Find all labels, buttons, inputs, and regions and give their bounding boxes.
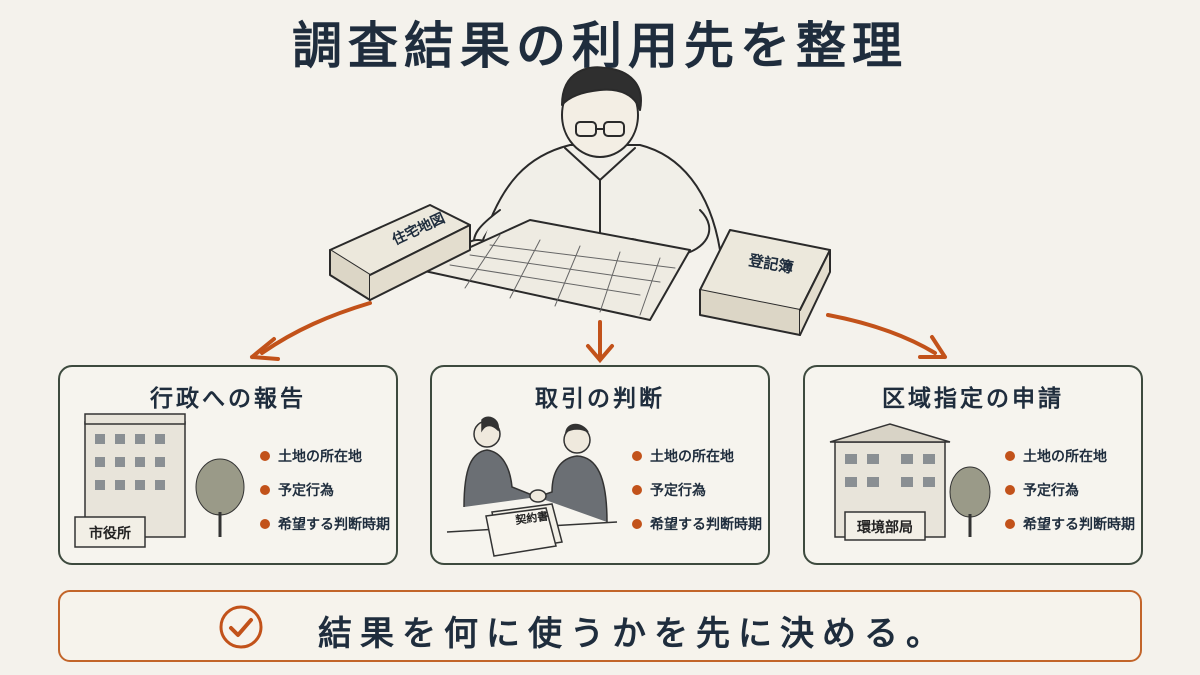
list-item: 希望する判断時期: [632, 507, 762, 541]
info-list: 土地の所在地 予定行為 希望する判断時期: [632, 439, 762, 541]
list-item: 予定行為: [260, 473, 390, 507]
page-title: 調査結果の利用先を整理: [292, 17, 908, 75]
bullet-dot-icon: [632, 451, 642, 461]
researcher-illustration: 住宅地図 登記簿: [329, 66, 831, 336]
arrow-left: [250, 301, 372, 361]
city-hall-illustration: 市役所: [74, 413, 245, 548]
bullet-dot-icon: [1005, 485, 1015, 495]
list-item: 希望する判断時期: [1005, 507, 1135, 541]
bullet-dot-icon: [1005, 451, 1015, 461]
arrow-right: [826, 313, 947, 359]
list-item: 土地の所在地: [1005, 439, 1135, 473]
list-item: 予定行為: [1005, 473, 1135, 507]
card-title: 取引の判断: [535, 386, 665, 412]
bullet-dot-icon: [260, 451, 270, 461]
info-list: 土地の所在地 予定行為 希望する判断時期: [260, 439, 390, 541]
check-circle-icon: [219, 605, 263, 649]
bullet-dot-icon: [260, 519, 270, 529]
environment-office-illustration: 環境部局: [829, 423, 991, 541]
arrow-center: [586, 320, 614, 364]
city-hall-sign: 市役所: [89, 525, 131, 542]
card-title: 区域指定の申請: [882, 386, 1064, 412]
environment-office-sign: 環境部局: [857, 519, 913, 536]
card-government-report: 行政への報告 市役所 土地の所在地 予定行為 希望する判断時期: [58, 365, 398, 565]
summary-text: 結果を何に使うかを先に決める。: [318, 614, 948, 654]
list-item: 予定行為: [632, 473, 762, 507]
summary-banner: 結果を何に使うかを先に決める。: [58, 590, 1142, 662]
bullet-dot-icon: [632, 519, 642, 529]
bullet-dot-icon: [260, 485, 270, 495]
list-item: 土地の所在地: [632, 439, 762, 473]
info-list: 土地の所在地 予定行為 希望する判断時期: [1005, 439, 1135, 541]
contract-label: 契約書: [513, 509, 549, 528]
list-item: 希望する判断時期: [260, 507, 390, 541]
card-zoning-application: 区域指定の申請 環境部局 土地の所在地 予定行為 希望する判断時期: [803, 365, 1143, 565]
list-item: 土地の所在地: [260, 439, 390, 473]
bullet-dot-icon: [632, 485, 642, 495]
bullet-dot-icon: [1005, 519, 1015, 529]
card-transaction-decision: 取引の判断 契約書 土地の所在地 予定行為 希望する判断時期: [430, 365, 770, 565]
card-title: 行政への報告: [150, 386, 306, 412]
handshake-illustration: 契約書: [446, 416, 618, 557]
